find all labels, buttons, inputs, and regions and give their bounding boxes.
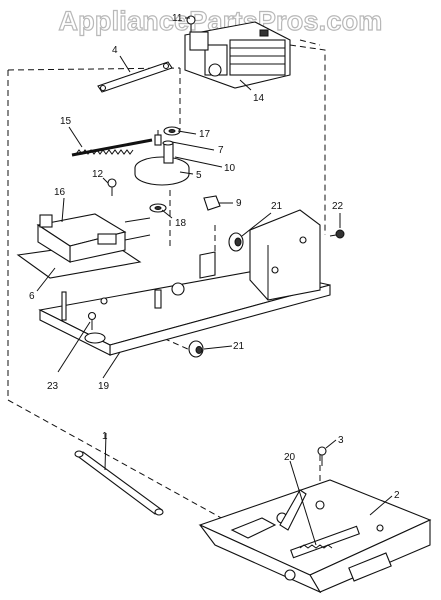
- shaft-part: [74, 450, 164, 516]
- callout-2: 2: [394, 490, 400, 501]
- callout-10: 10: [224, 163, 236, 174]
- washer-17: [163, 126, 181, 136]
- cam-gear-part: [134, 140, 190, 186]
- base-bracket-part: [198, 479, 432, 594]
- callout-1: 1: [102, 431, 108, 442]
- screw-23: [87, 311, 97, 330]
- clip-9: [203, 195, 221, 211]
- callout-23: 23: [47, 381, 59, 392]
- callout-20: 20: [284, 452, 296, 463]
- bushing-21-lower: [188, 340, 204, 358]
- callout-15: 15: [60, 116, 72, 127]
- callout-11: 11: [172, 13, 183, 24]
- pin-7: [154, 130, 162, 146]
- screw-3: [317, 446, 327, 466]
- callout-9: 9: [236, 198, 242, 209]
- spring-part: [71, 138, 153, 157]
- bushing-21-upper: [228, 232, 244, 252]
- screw-12: [107, 178, 117, 196]
- callout-19: 19: [98, 381, 110, 392]
- callout-21-upper: 21: [271, 201, 283, 212]
- callout-4: 4: [112, 45, 118, 56]
- callout-16: 16: [54, 187, 66, 198]
- link-bar-part: [97, 61, 173, 93]
- callout-17: 17: [199, 129, 211, 140]
- callout-5: 5: [196, 170, 202, 181]
- chassis-plate-part: [38, 209, 331, 356]
- switch-assembly-part: [16, 213, 151, 279]
- callout-7: 7: [218, 145, 224, 156]
- callout-3: 3: [338, 435, 344, 446]
- callout-18: 18: [175, 218, 187, 229]
- callout-6: 6: [29, 291, 35, 302]
- screw-22: [329, 229, 345, 239]
- callout-14: 14: [253, 93, 265, 104]
- callout-22: 22: [332, 201, 344, 212]
- callout-12: 12: [92, 169, 104, 180]
- callout-labels: 1 2 3 4 5 6 7 9 10 11 12 14 15 16 17 18 …: [29, 13, 400, 501]
- callout-21-lower: 21: [233, 341, 245, 352]
- motor-part: [184, 21, 291, 89]
- leader-lines: [36, 17, 393, 546]
